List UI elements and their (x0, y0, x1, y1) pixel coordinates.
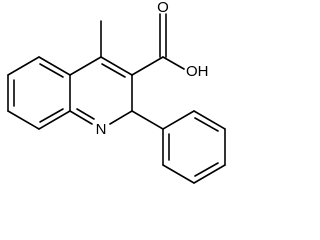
bond (38, 56, 71, 76)
bond (38, 110, 71, 130)
double-bond-inner (194, 162, 219, 177)
bond (162, 164, 195, 184)
nitrogen-label: N (96, 121, 107, 138)
double-bond-inner (39, 63, 64, 78)
phenyl-ring (131, 110, 226, 184)
benzo-ring (7, 56, 71, 130)
double-bond-inner (76, 108, 95, 120)
double-bond-inner (194, 117, 219, 132)
bond (193, 164, 226, 184)
pyridine-ring (69, 56, 133, 125)
hydroxyl-label: OH (186, 63, 209, 80)
bond (131, 110, 164, 130)
bond (100, 56, 133, 76)
bond (69, 56, 102, 76)
double-bond-inner (39, 108, 64, 123)
bond (162, 110, 195, 130)
double-bond-inner (101, 63, 126, 78)
chemical-structure: O OH N (7, 0, 226, 184)
bond (7, 56, 40, 76)
bond (193, 110, 226, 130)
bond (131, 56, 164, 76)
carbonyl-oxygen-label: O (157, 0, 169, 16)
bond (162, 56, 185, 70)
bond (7, 110, 40, 130)
bond (109, 110, 133, 125)
carboxylic-acid-group (131, 13, 185, 76)
bond (69, 110, 93, 125)
